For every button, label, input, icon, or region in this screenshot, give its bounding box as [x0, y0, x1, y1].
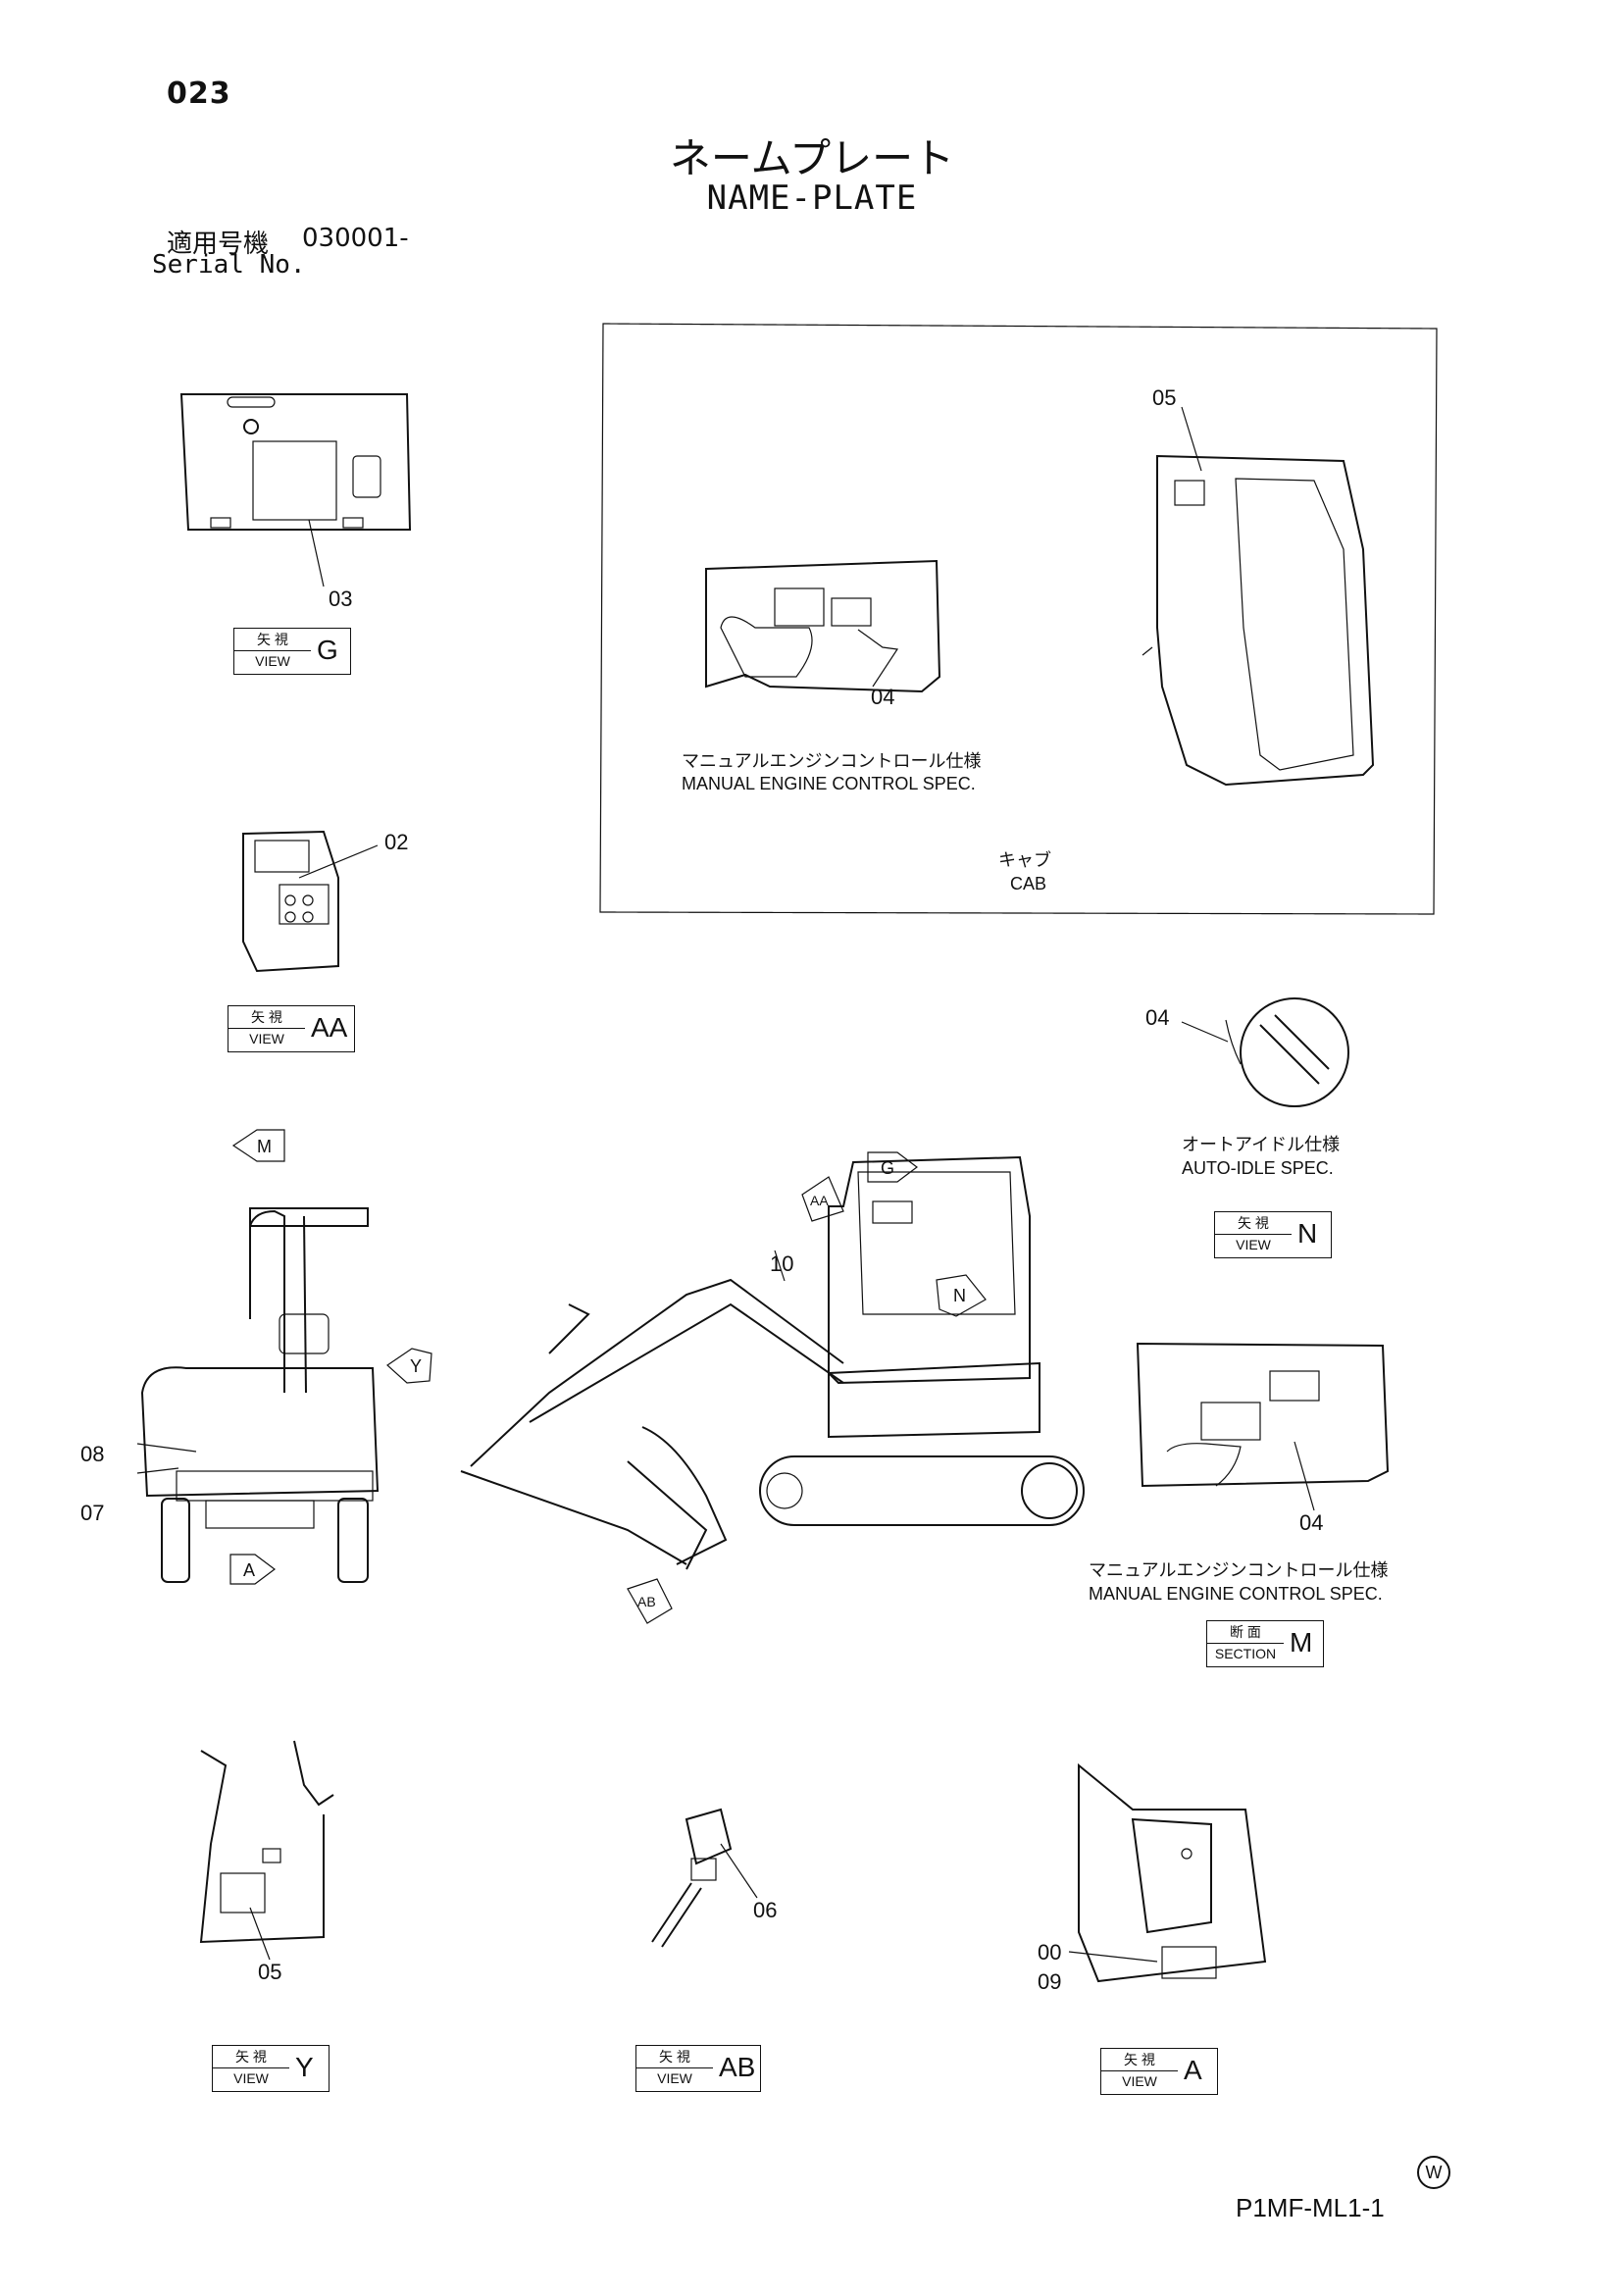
marker-aa-shape — [801, 1176, 844, 1222]
view-g-panel-drawing — [179, 393, 412, 587]
view-box-n-jp: 矢 視 — [1238, 1215, 1269, 1231]
view-box-g: 矢 視 VIEW G — [233, 628, 351, 675]
serial-label-jp: 適用号機 — [167, 230, 270, 259]
view-box-n-letter: N — [1297, 1218, 1318, 1249]
marker-ab-shape — [627, 1578, 673, 1624]
cab-box-drawing — [599, 323, 1438, 915]
marker-g-letter: G — [881, 1158, 895, 1178]
view-box-y-letter: Y — [295, 2052, 314, 2082]
marker-a-shape — [229, 1554, 276, 1585]
part-label-09: 09 — [1038, 1969, 1062, 1994]
page-title-jp: ネームプレート — [669, 134, 955, 182]
view-box-a-letter: A — [1184, 2055, 1202, 2085]
view-box-g-jp: 矢 視 — [257, 632, 288, 647]
marker-aa-letter: AA — [810, 1193, 829, 1208]
view-ab-drawing — [651, 1808, 758, 1948]
serial-label-en: Serial No. — [152, 250, 306, 280]
view-box-n-en: VIEW — [1215, 1234, 1292, 1252]
page-number: 023 — [167, 77, 231, 111]
auto-idle-dial-drawing — [1181, 997, 1349, 1107]
part-label-02: 02 — [384, 830, 409, 854]
marker-n-shape — [936, 1274, 987, 1317]
serial-value: 030001- — [302, 224, 409, 253]
section-box-m-jp: 断 面 — [1230, 1624, 1261, 1640]
view-box-a-en: VIEW — [1101, 2070, 1178, 2089]
part-label-10: 10 — [770, 1251, 794, 1276]
marker-m-shape — [231, 1129, 285, 1162]
marker-g-shape — [867, 1151, 918, 1183]
watermark-w: W — [1417, 2156, 1450, 2189]
page-title-en: NAME-PLATE — [706, 179, 918, 218]
view-box-n: 矢 視 VIEW N — [1214, 1211, 1332, 1258]
part-label-04-auto: 04 — [1145, 1005, 1170, 1030]
view-box-aa-en: VIEW — [228, 1028, 305, 1046]
view-box-aa-jp: 矢 視 — [251, 1009, 282, 1025]
view-box-ab: 矢 視 VIEW AB — [635, 2045, 761, 2092]
cab-manual-caption-jp: マニュアルエンジンコントロール仕様 — [682, 751, 982, 771]
view-box-a-jp: 矢 視 — [1124, 2052, 1155, 2067]
view-box-ab-letter: AB — [719, 2052, 756, 2082]
cab-manual-caption-en: MANUAL ENGINE CONTROL SPEC. — [682, 774, 976, 793]
view-box-aa-letter: AA — [311, 1012, 348, 1043]
view-box-g-letter: G — [317, 635, 338, 665]
marker-n-letter: N — [953, 1286, 966, 1305]
auto-idle-caption-jp: オートアイドル仕様 — [1182, 1135, 1341, 1154]
view-box-aa: 矢 視 VIEW AA — [228, 1005, 355, 1052]
view-box-ab-jp: 矢 視 — [659, 2049, 690, 2065]
part-label-00: 00 — [1038, 1940, 1062, 1964]
excavator-side-view-drawing — [460, 1155, 1085, 1570]
view-box-ab-en: VIEW — [636, 2067, 713, 2086]
section-manual-caption-en: MANUAL ENGINE CONTROL SPEC. — [1089, 1584, 1383, 1604]
part-label-05-y: 05 — [258, 1960, 282, 1984]
view-box-y-en: VIEW — [213, 2067, 289, 2086]
cab-caption-jp: キャブ — [998, 850, 1051, 870]
view-a-drawing — [1068, 1762, 1267, 1983]
part-label-07: 07 — [80, 1501, 105, 1525]
section-m-drawing — [1136, 1342, 1390, 1511]
cab-caption-en: CAB — [1010, 874, 1047, 893]
part-label-05-cab: 05 — [1152, 385, 1177, 410]
part-label-04-section: 04 — [1299, 1510, 1324, 1535]
marker-m-letter: M — [257, 1137, 272, 1156]
section-manual-caption-jp: マニュアルエンジンコントロール仕様 — [1089, 1560, 1389, 1580]
marker-ab-letter: AB — [637, 1594, 656, 1609]
marker-y-shape — [386, 1348, 432, 1384]
section-box-m: 断 面 SECTION M — [1206, 1620, 1324, 1667]
auto-idle-caption-en: AUTO-IDLE SPEC. — [1182, 1158, 1334, 1178]
section-box-m-letter: M — [1290, 1627, 1313, 1658]
marker-a-letter: A — [243, 1560, 256, 1580]
section-box-m-en: SECTION — [1207, 1643, 1284, 1661]
view-box-a: 矢 視 VIEW A — [1100, 2048, 1218, 2095]
rear-view-machine-drawing — [136, 1207, 380, 1583]
view-y-drawing — [199, 1740, 334, 1961]
part-label-08: 08 — [80, 1442, 105, 1466]
part-label-03: 03 — [329, 587, 353, 611]
view-box-y-jp: 矢 視 — [235, 2049, 267, 2065]
view-box-y: 矢 視 VIEW Y — [212, 2045, 330, 2092]
view-box-g-en: VIEW — [234, 650, 311, 669]
view-aa-monitor-drawing — [242, 830, 379, 973]
footer-drawing-code: P1MF-ML1-1 — [1236, 2193, 1385, 2222]
part-label-04-cab: 04 — [871, 685, 895, 709]
marker-y-letter: Y — [410, 1356, 423, 1376]
part-label-06: 06 — [753, 1898, 778, 1922]
